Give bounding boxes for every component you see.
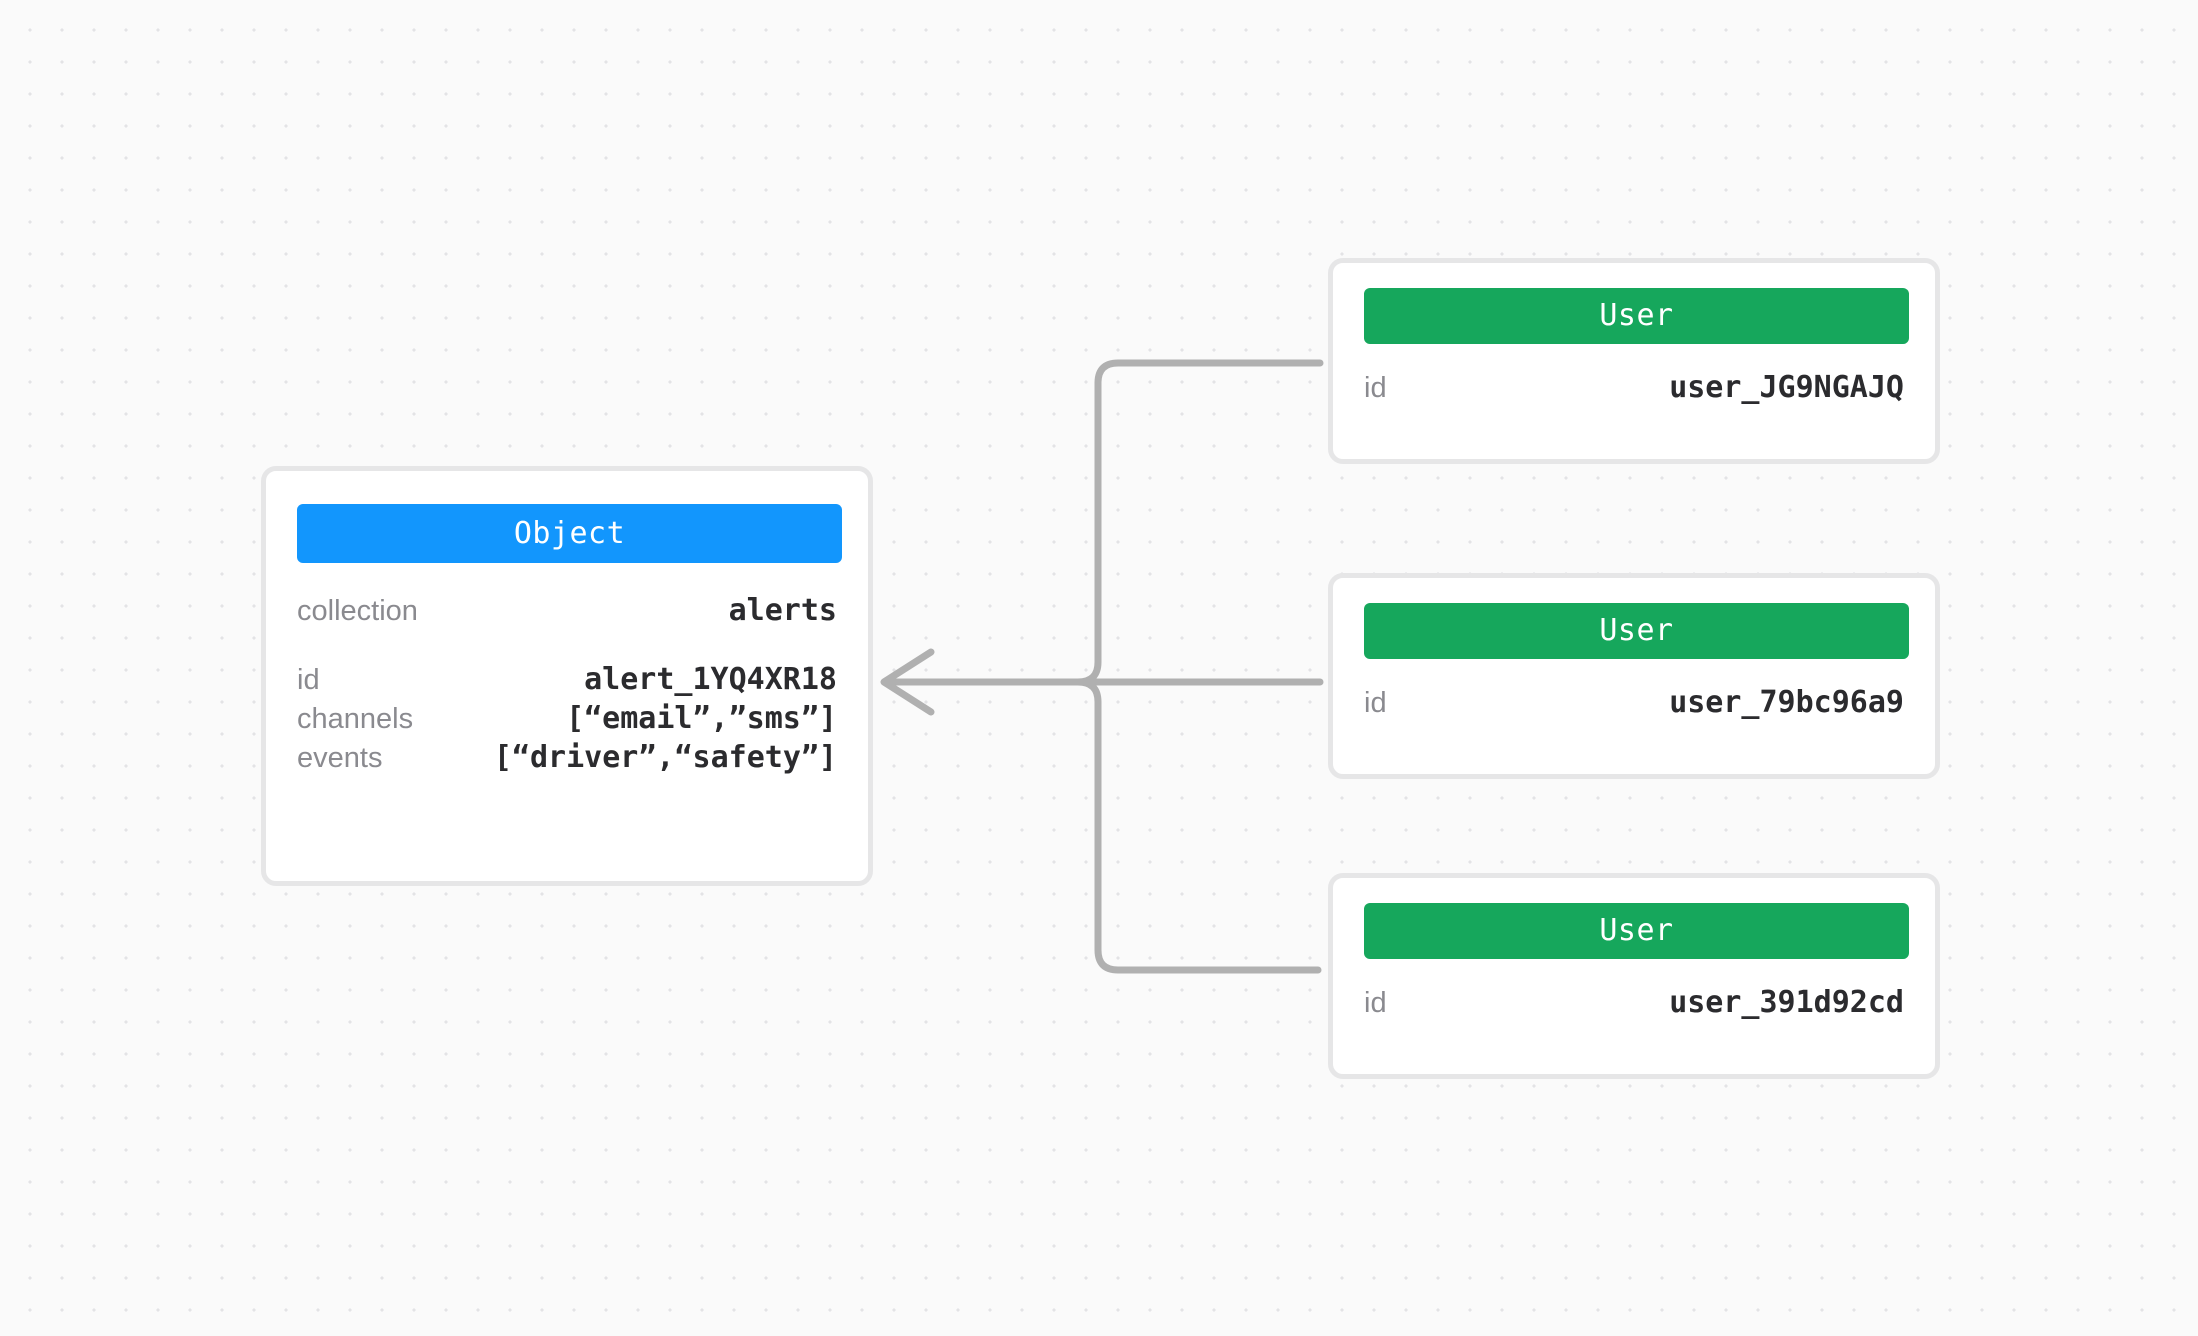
row-label: collection — [297, 595, 418, 627]
row-label: channels — [297, 703, 414, 735]
user-card[interactable]: User id user_391d92cd — [1328, 873, 1940, 1079]
object-card-header: Object — [297, 504, 842, 563]
user-card-rows: id user_JG9NGAJQ — [1364, 370, 1904, 405]
row-label: id — [1364, 687, 1387, 719]
edge-arrowhead-icon — [880, 648, 935, 716]
table-row[interactable]: id user_79bc96a9 — [1364, 685, 1904, 720]
object-card[interactable]: Object collection alerts id alert_1YQ4XR… — [261, 466, 873, 886]
row-label: events — [297, 742, 383, 774]
row-value: alert_1YQ4XR18 — [584, 662, 837, 697]
user-card[interactable]: User id user_79bc96a9 — [1328, 573, 1940, 779]
table-row[interactable]: id alert_1YQ4XR18 — [297, 660, 837, 699]
row-label: id — [1364, 372, 1387, 404]
table-row[interactable]: collection alerts — [297, 581, 837, 638]
row-label: id — [297, 664, 320, 696]
object-card-row-group-primary: collection alerts — [297, 581, 837, 638]
table-row[interactable]: id user_JG9NGAJQ — [1364, 370, 1904, 405]
edge-user-2 — [886, 678, 1322, 974]
table-row[interactable]: channels [“email”,”sms”] — [297, 699, 837, 738]
row-label: id — [1364, 987, 1387, 1019]
user-card-header: User — [1364, 903, 1909, 959]
user-card[interactable]: User id user_JG9NGAJQ — [1328, 258, 1940, 464]
user-card-header: User — [1364, 288, 1909, 344]
row-value: [“driver”,“safety”] — [493, 740, 837, 775]
row-value: [“email”,”sms”] — [566, 701, 837, 736]
user-card-rows: id user_79bc96a9 — [1364, 685, 1904, 720]
object-card-row-group-secondary: id alert_1YQ4XR18 channels [“email”,”sms… — [297, 660, 837, 777]
edge-user-0 — [886, 359, 1324, 686]
row-value: alerts — [728, 593, 837, 628]
row-value: user_JG9NGAJQ — [1669, 370, 1904, 405]
user-card-header: User — [1364, 603, 1909, 659]
row-value: user_391d92cd — [1669, 985, 1904, 1020]
table-row[interactable]: events [“driver”,“safety”] — [297, 738, 837, 777]
user-card-rows: id user_391d92cd — [1364, 985, 1904, 1020]
object-card-rows: collection alerts id alert_1YQ4XR18 chan… — [297, 581, 837, 777]
row-value: user_79bc96a9 — [1669, 685, 1904, 720]
table-row[interactable]: id user_391d92cd — [1364, 985, 1904, 1020]
